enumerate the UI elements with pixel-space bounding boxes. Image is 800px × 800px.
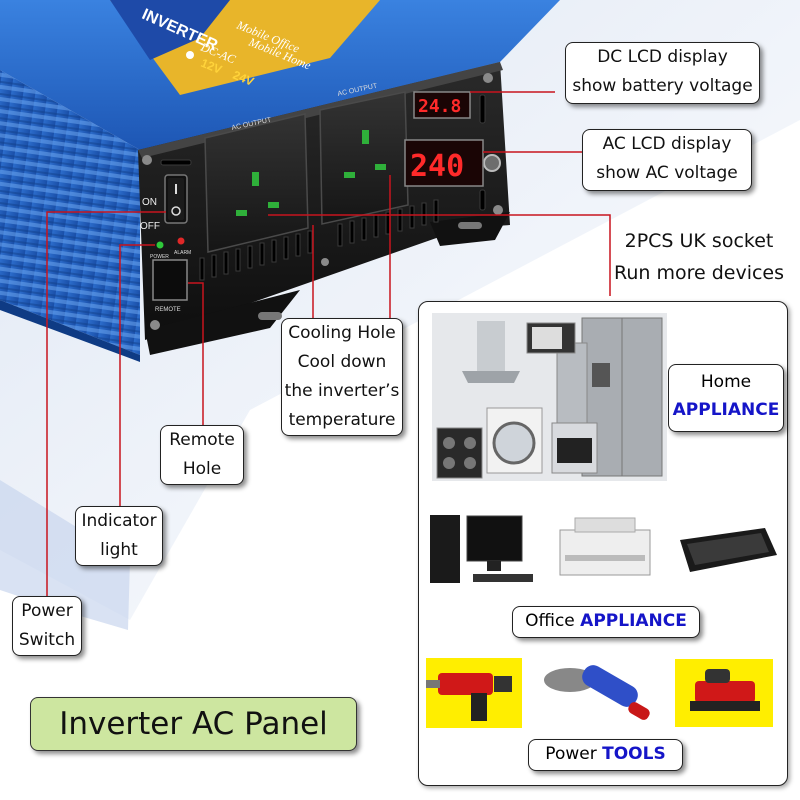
callout-dc-lcd-line2: show battery voltage — [572, 76, 753, 96]
callout-indicator-line2: light — [100, 540, 138, 560]
power-tool-sander-photo — [675, 659, 773, 727]
home-appliance-photo — [432, 313, 667, 481]
switch-on-label: ON — [142, 197, 157, 208]
callout-remote-line2: Hole — [182, 459, 222, 479]
leader-lines — [46, 91, 611, 596]
floor-shadow — [0, 480, 130, 630]
label-office-highlight: APPLIANCE — [580, 611, 687, 631]
callout-remote-line1: Remote — [169, 430, 235, 450]
remote-port-label: REMOTE — [155, 307, 181, 313]
callout-indicator: Indicator light — [75, 506, 163, 566]
label-tools-highlight: TOOLS — [602, 744, 666, 764]
pc-tower — [430, 515, 460, 583]
led-alarm-label: ALARM — [174, 250, 191, 256]
callout-uk-socket: 2PCS UK socket Run more devices — [612, 225, 786, 295]
screw — [493, 205, 503, 215]
power-tool-drill-photo — [426, 658, 522, 728]
callout-ac-lcd-line2: show AC voltage — [596, 163, 738, 183]
callout-uk-socket-line1: 2PCS UK socket — [624, 230, 774, 252]
label-tools-prefix: Power — [545, 744, 597, 764]
cooling-vents — [160, 94, 486, 281]
leader-switch — [46, 211, 166, 596]
leader-remote — [188, 282, 204, 425]
callout-uk-socket-line2: Run more devices — [613, 262, 785, 284]
svg-text:240: 240 — [410, 149, 464, 184]
callout-cooling-line1: Cooling Hole — [288, 323, 396, 343]
callout-indicator-line1: Indicator — [81, 511, 157, 531]
label-home-appliance: Home APPLIANCE — [668, 364, 784, 432]
callout-dc-lcd-line1: DC LCD display — [597, 47, 728, 67]
screw — [483, 73, 493, 83]
leader-uk-socket — [268, 214, 611, 296]
callout-remote: Remote Hole — [160, 425, 244, 485]
callout-cooling: Cooling Hole Cool down the inverter’s te… — [281, 318, 403, 436]
switch-off-label: OFF — [140, 221, 160, 232]
screw — [321, 258, 329, 266]
label-home-prefix: Home — [700, 372, 752, 392]
label-home-highlight: APPLIANCE — [672, 400, 780, 420]
callout-cooling-line2: Cool down — [297, 352, 387, 372]
remote-port — [152, 259, 188, 301]
screw — [142, 155, 152, 165]
ac-lcd-display: 240 — [404, 139, 484, 187]
label-office-prefix: Office — [525, 611, 575, 631]
gas-hob — [436, 427, 483, 479]
office-appliance-photo — [425, 510, 780, 590]
led-power-label: POWER — [150, 254, 169, 260]
callout-cooling-line4: temperature — [288, 410, 396, 430]
label-office-appliance: Office APPLIANCE — [512, 606, 700, 638]
callout-power-switch: Power Switch — [12, 596, 82, 656]
callout-dc-lcd: DC LCD display show battery voltage — [565, 42, 760, 104]
svg-text:24.8: 24.8 — [418, 96, 461, 117]
led-alarm — [177, 237, 185, 245]
callout-power-switch-line2: Switch — [18, 630, 76, 650]
range-hood — [477, 321, 505, 371]
callout-ac-lcd: AC LCD display show AC voltage — [582, 129, 752, 191]
led-power — [156, 241, 164, 249]
panel-title: Inverter AC Panel — [30, 697, 357, 751]
callout-power-switch-line1: Power — [21, 601, 73, 621]
leader-indicator — [119, 244, 155, 506]
callout-ac-lcd-line1: AC LCD display — [602, 134, 732, 154]
dc-lcd-display: 24.8 — [413, 91, 471, 119]
mount-foot-left — [145, 290, 300, 355]
ground-terminal — [483, 154, 501, 172]
label-power-tools: Power TOOLS — [528, 739, 683, 771]
screw — [150, 320, 160, 330]
power-tool-grinder-photo — [540, 655, 655, 735]
uk-socket-right — [319, 91, 409, 225]
keyboard — [473, 574, 533, 582]
monitor — [466, 515, 523, 562]
inverter-side-bottom — [0, 300, 140, 362]
callout-cooling-line3: the inverter’s — [284, 381, 400, 401]
printer — [559, 529, 651, 576]
